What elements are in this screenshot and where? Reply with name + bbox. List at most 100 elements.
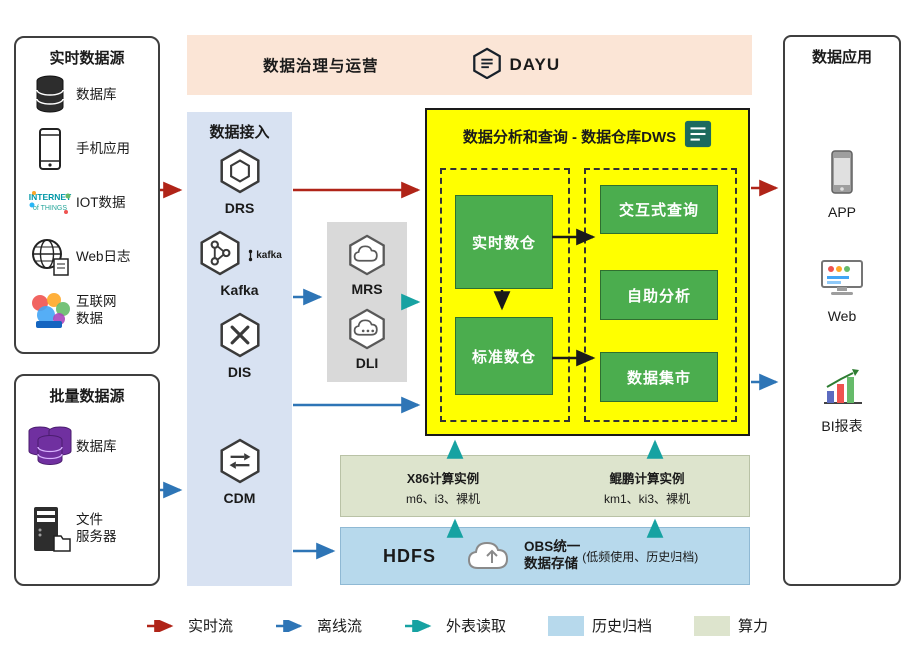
list-item: MRS bbox=[327, 234, 407, 297]
legend-label: 算力 bbox=[738, 618, 769, 635]
web-log-icon bbox=[24, 236, 76, 278]
kafka-icon bbox=[197, 230, 243, 281]
legend-label: 实时流 bbox=[187, 618, 233, 635]
processing-box: MRS DLI bbox=[327, 222, 407, 382]
internet-data-icon bbox=[24, 291, 76, 331]
service-label: MRS bbox=[351, 281, 383, 297]
application-label: APP bbox=[827, 204, 856, 220]
batch-sources-panel: 批量数据源 数据库 bbox=[14, 374, 160, 586]
kunpeng-spec: km1、ki3、裸机 bbox=[603, 492, 690, 506]
realtime-sources-panel: 实时数据源 数据库 手机应用 bbox=[14, 36, 160, 354]
database-icon bbox=[24, 73, 76, 117]
service-label: DLI bbox=[355, 355, 379, 371]
application-label: BI报表 bbox=[821, 418, 863, 434]
dayu-logo: DAYU bbox=[471, 47, 561, 84]
red-arrow-icon bbox=[146, 619, 174, 632]
warehouse-group bbox=[440, 168, 570, 422]
source-label: IOT数据 bbox=[76, 194, 126, 210]
data-ingestion-column: 数据接入 DRS bbox=[187, 112, 292, 586]
file-server-icon bbox=[24, 505, 76, 553]
list-item: Web bbox=[785, 259, 899, 324]
legend-item-history-archive: 历史归档 bbox=[548, 615, 652, 636]
source-label: 互联网 数据 bbox=[76, 294, 117, 326]
self-service-analysis-block: 自助分析 bbox=[600, 270, 718, 320]
dws-analysis-box: 数据分析和查询 - 数据仓库DWS 实时数仓 标准数仓 交互式查询 自助分析 数… bbox=[425, 108, 750, 436]
legend-item-compute-power: 算力 bbox=[694, 615, 768, 636]
history-archive-swatch bbox=[548, 615, 584, 636]
kafka-wordmark: kafka bbox=[246, 249, 282, 262]
interactive-query-block: 交互式查询 bbox=[600, 185, 718, 234]
list-item: 文件 服务器 bbox=[16, 488, 158, 570]
applications-panel: 数据应用 APP bbox=[783, 35, 901, 586]
source-label: 文件 服务器 bbox=[76, 512, 117, 544]
hdfs-label: HDFS bbox=[383, 545, 436, 566]
bi-chart-icon bbox=[819, 369, 865, 411]
list-item: BI报表 bbox=[785, 367, 899, 436]
legend-label: 历史归档 bbox=[592, 618, 653, 635]
list-item: 数据库 bbox=[16, 68, 158, 122]
source-label: 手机应用 bbox=[76, 140, 130, 156]
applications-title: 数据应用 bbox=[811, 49, 872, 66]
phone-icon bbox=[24, 127, 76, 171]
list-item: DIS bbox=[187, 312, 292, 380]
list-item: 数据库 bbox=[16, 406, 158, 488]
kunpeng-title: 鲲鹏计算实例 bbox=[609, 472, 685, 486]
x86-title: X86计算实例 bbox=[406, 472, 480, 486]
blue-arrow-icon bbox=[275, 619, 303, 632]
application-label: Web bbox=[827, 308, 857, 324]
standard-warehouse-block: 标准数仓 bbox=[455, 317, 553, 395]
list-item: CDM bbox=[187, 438, 292, 506]
dis-icon bbox=[217, 312, 263, 362]
list-item: DRS bbox=[187, 148, 292, 216]
source-label: 数据库 bbox=[76, 86, 117, 102]
teal-arrow-icon bbox=[404, 619, 432, 632]
svg-text:of THINGS: of THINGS bbox=[33, 205, 67, 212]
legend-item-realtime-flow: 实时流 bbox=[146, 615, 233, 636]
service-group bbox=[584, 168, 737, 422]
governance-bar: 数据治理与运营 DAYU bbox=[187, 35, 752, 95]
legend-label: 外表读取 bbox=[445, 618, 506, 635]
source-label: Web日志 bbox=[76, 248, 131, 264]
data-ingestion-title: 数据接入 bbox=[209, 124, 270, 141]
legend-item-external-read: 外表读取 bbox=[404, 615, 506, 636]
dws-title: 数据分析和查询 - 数据仓库DWS bbox=[462, 129, 677, 146]
dws-document-icon bbox=[684, 120, 712, 153]
list-item: DLI bbox=[327, 308, 407, 371]
compute-power-swatch bbox=[694, 615, 731, 636]
batch-database-icon bbox=[24, 424, 76, 470]
obs-cloud-icon bbox=[464, 538, 520, 574]
source-label: 数据库 bbox=[76, 438, 117, 454]
iot-icon: INTERNET of THINGS bbox=[24, 185, 76, 221]
storage-box: HDFS OBS统一 数据存储 (低频使用、历史归档) bbox=[340, 527, 750, 585]
web-monitor-icon bbox=[819, 260, 865, 303]
list-item: kafka Kafka bbox=[187, 230, 292, 298]
data-mart-block: 数据集市 bbox=[600, 352, 718, 402]
service-label: Kafka bbox=[220, 282, 259, 298]
legend-label: 离线流 bbox=[316, 618, 362, 635]
dayu-logo-text: DAYU bbox=[509, 55, 561, 74]
obs-title: OBS统一 数据存储 bbox=[524, 539, 581, 571]
kunpeng-compute: 鲲鹏计算实例 km1、ki3、裸机 bbox=[545, 456, 749, 516]
service-label: CDM bbox=[223, 490, 256, 506]
mrs-icon bbox=[346, 234, 388, 280]
svg-text:INTERNET: INTERNET bbox=[29, 192, 72, 202]
kafka-wordmark-text: kafka bbox=[256, 250, 282, 261]
service-label: DRS bbox=[224, 200, 255, 216]
list-item: INTERNET of THINGS IOT数据 bbox=[16, 176, 158, 230]
governance-title: 数据治理与运营 bbox=[263, 58, 379, 75]
legend: 实时流 离线流 外表读取 历史归档 算力 bbox=[0, 615, 914, 636]
list-item: 互联网 数据 bbox=[16, 284, 158, 338]
obs-note: (低频使用、历史归档) bbox=[582, 549, 699, 564]
cdm-icon bbox=[217, 438, 263, 488]
realtime-warehouse-block: 实时数仓 bbox=[455, 195, 553, 289]
service-label: DIS bbox=[227, 364, 252, 380]
compute-instances-box: X86计算实例 m6、i3、裸机 鲲鹏计算实例 km1、ki3、裸机 bbox=[340, 455, 750, 517]
list-item: 手机应用 bbox=[16, 122, 158, 176]
list-item: APP bbox=[785, 149, 899, 220]
drs-icon bbox=[217, 148, 263, 198]
realtime-sources-title: 实时数据源 bbox=[49, 50, 125, 67]
batch-sources-title: 批量数据源 bbox=[49, 388, 125, 405]
dli-icon bbox=[346, 308, 388, 354]
list-item: Web日志 bbox=[16, 230, 158, 284]
